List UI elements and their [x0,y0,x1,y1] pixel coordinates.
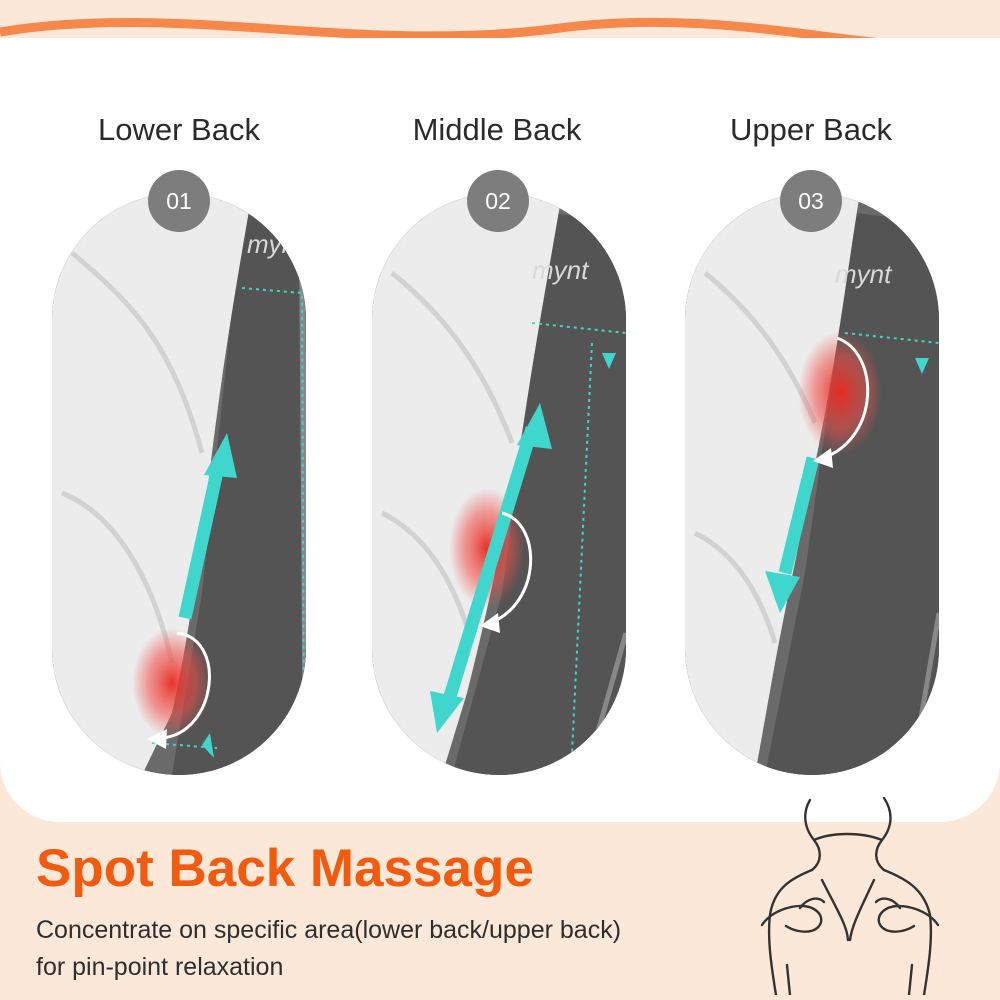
double-arrow-icon [178,433,237,620]
description-line-2: for pin-point relaxation [36,953,284,981]
rotation-arrow-icon [489,511,532,625]
rotation-arrow-icon [161,631,211,740]
brand-logo: mynt [532,255,590,285]
massage-body-icon [760,796,940,995]
zone-photo-lower-back: mynt [52,193,306,775]
double-arrow-icon [765,456,820,613]
double-arrow-icon [430,403,552,733]
rotation-arrow-icon [822,336,869,460]
brand-logo: mynt [835,259,893,289]
zone-number-badge: 02 [467,170,529,232]
zone-title-lower-back: Lower Back [98,112,260,147]
zone-photo-middle-back: mynt [372,193,626,775]
zone-number-badge: 01 [148,170,210,232]
feature-description: Concentrate on specific area(lower back/… [36,912,736,986]
zone-title-upper-back: Upper Back [730,112,892,147]
headline: Spot Back Massage [36,839,534,898]
zone-number-badge: 03 [780,170,842,232]
zone-photo-upper-back: mynt [685,193,939,775]
description-line-1: Concentrate on specific area(lower back/… [36,916,622,944]
zone-title-middle-back: Middle Back [412,112,582,147]
